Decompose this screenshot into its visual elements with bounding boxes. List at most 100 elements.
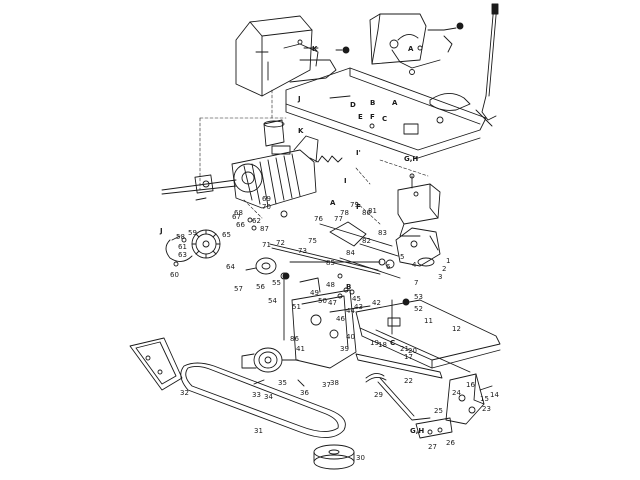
top-cover-left (235, 15, 337, 97)
part-label-57: 57 (234, 285, 243, 293)
part-label-18: 18 (378, 341, 387, 349)
part-label-34: 34 (264, 393, 273, 401)
linkage-rods (269, 221, 401, 279)
rear-bracket (415, 373, 493, 439)
part-label-14: 14 (490, 391, 499, 399)
part-label-32: 32 (180, 389, 189, 397)
ref-letter-k-engine: K (298, 127, 304, 135)
part-label-20: 20 (408, 347, 417, 355)
bar-22 (355, 353, 443, 379)
part-label-77: 77 (334, 215, 343, 223)
part-label-82: 82 (362, 237, 371, 245)
part-label-60: 60 (170, 271, 179, 279)
part-label-84: 84 (346, 249, 355, 257)
part-label-44: 44 (346, 307, 355, 315)
ref-letter-a-mid: A (330, 199, 336, 207)
mount-bracket-right (397, 173, 441, 237)
part-label-4: 4 (412, 261, 417, 269)
fastener-k (303, 46, 350, 54)
leader-lines (199, 89, 429, 225)
part-label-47: 47 (328, 299, 337, 307)
part-label-31: 31 (254, 427, 263, 435)
part-label-39: 39 (340, 345, 349, 353)
part-label-19: 19 (370, 339, 379, 347)
bracket-1-3 (395, 227, 441, 267)
part-label-50: 50 (318, 297, 327, 305)
part-label-12: 12 (452, 325, 461, 333)
part-label-71: 71 (262, 241, 271, 249)
part-label-33: 33 (252, 391, 261, 399)
small-fasteners (195, 197, 410, 387)
part-label-7: 7 (414, 279, 419, 287)
part-label-58: 58 (176, 233, 185, 241)
deck-frame (355, 299, 501, 373)
part-label-63: 63 (178, 251, 187, 259)
part-label-59: 59 (188, 229, 197, 237)
ref-letter-f-panel: F (370, 113, 375, 121)
part-label-87: 87 (260, 225, 269, 233)
part-label-85: 85 (326, 259, 335, 267)
part-label-65: 65 (222, 231, 231, 239)
part-label-68: 68 (234, 209, 243, 217)
part-label-41: 41 (296, 345, 305, 353)
ref-letter-e: E (358, 113, 363, 121)
transmission-housing (280, 272, 371, 369)
part-label-75: 75 (308, 237, 317, 245)
part-label-56: 56 (256, 283, 265, 291)
part-label-25: 25 (434, 407, 443, 415)
part-label-23: 23 (482, 405, 491, 413)
part-label-15: 15 (480, 395, 489, 403)
part-label-53: 53 (414, 293, 423, 301)
spring (309, 155, 343, 163)
part-label-22: 22 (404, 377, 413, 385)
part-label-86: 86 (290, 335, 299, 343)
part-label-30: 30 (356, 454, 365, 462)
part-label-76: 76 (314, 215, 323, 223)
top-cover-right (369, 13, 464, 75)
part-label-16: 16 (466, 381, 475, 389)
ref-letter-c-lower: C (390, 339, 396, 347)
engine (231, 119, 319, 209)
part-label-38: 38 (330, 379, 339, 387)
part-label-55: 55 (272, 279, 281, 287)
handle-29 (365, 373, 431, 421)
part-label-5: 5 (400, 253, 405, 261)
part-label-54: 54 (268, 297, 277, 305)
ref-letter-b-panel: B (370, 99, 376, 107)
part-label-79: 79 (350, 201, 359, 209)
ref-letter-j-gear: J (160, 227, 163, 235)
gear-assembly (165, 229, 221, 267)
throttle-lever (475, 3, 499, 127)
part-label-49: 49 (310, 289, 319, 297)
part-label-67: 67 (232, 213, 241, 221)
part-label-2: 2 (442, 265, 447, 273)
part-label-37: 37 (322, 381, 331, 389)
ref-letter-j-panel: J (298, 95, 301, 103)
part-label-46: 46 (336, 315, 345, 323)
part-label-70: 70 (262, 203, 271, 211)
ref-letter-c-panel: C (382, 115, 388, 123)
part-label-78: 78 (340, 209, 349, 217)
part-label-45: 45 (352, 295, 361, 303)
part-label-29: 29 (374, 391, 383, 399)
part-label-66: 66 (236, 221, 245, 229)
ref-letter-k-top: K (312, 45, 318, 53)
part-label-69: 69 (262, 195, 271, 203)
part-label-81: 81 (368, 207, 377, 215)
ref-letter-a-top: A (408, 45, 414, 53)
engine-shaft (161, 174, 237, 195)
part-label-51: 51 (292, 303, 301, 311)
part-label-52: 52 (414, 305, 423, 313)
ref-letter-g-h-upper: G,H (404, 155, 419, 163)
part-label-21: 21 (400, 345, 409, 353)
part-label-61: 61 (178, 243, 187, 251)
control-panel-plate (285, 67, 487, 159)
ref-letter-a-panel: A (392, 99, 398, 107)
part-label-72: 72 (276, 239, 285, 247)
part-label-11: 11 (424, 317, 433, 325)
part-label-42: 42 (372, 299, 381, 307)
drive-pulley-upper (245, 257, 290, 280)
ref-letter-b-mid: B (346, 283, 352, 291)
